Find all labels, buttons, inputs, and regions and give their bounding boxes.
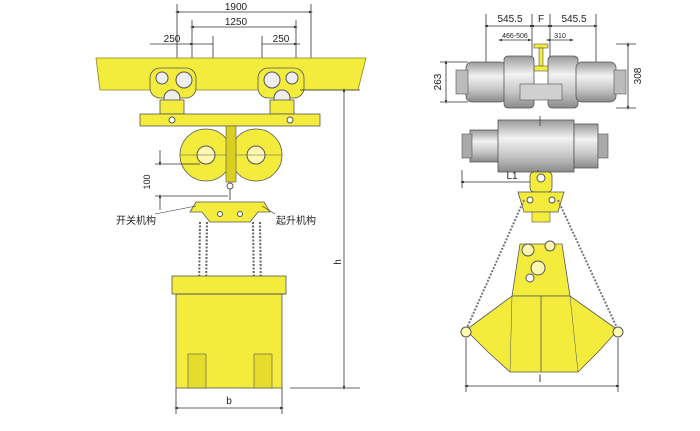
grab-chains	[465, 199, 619, 331]
dim-opening: l	[539, 374, 541, 385]
trolley-left	[149, 67, 197, 115]
left-view: 1900 1250 250 250	[95, 2, 367, 414]
dim-width: b	[226, 396, 232, 407]
dim-wheelbase: 1250	[225, 17, 248, 28]
dim-left-span: 545.5	[497, 14, 522, 25]
dim-center-f: F	[538, 14, 544, 25]
winch-drums	[179, 125, 283, 183]
dim-gear-height: 308	[633, 67, 644, 84]
height-dimension	[290, 88, 360, 390]
hoist-drum	[461, 116, 609, 173]
dim-offset-left: 250	[164, 34, 181, 45]
width-dimension	[174, 388, 284, 414]
leader-switch	[154, 205, 197, 215]
head-block	[189, 182, 271, 223]
dim-right-span: 545.5	[561, 14, 586, 25]
grab-bucket-side	[171, 275, 287, 389]
trolley-right	[257, 67, 305, 115]
dim-offset-right: 250	[273, 34, 290, 45]
leader-lift	[261, 205, 276, 215]
dim-right-sub: 310	[554, 33, 566, 40]
rail-beam	[95, 57, 367, 91]
dim-motor-height: 263	[433, 73, 444, 90]
rail-ibeam	[531, 43, 551, 72]
label-switch-mechanism: 开关机构	[116, 214, 156, 227]
right-view: 545.5 F 545.5 466-506 310	[433, 14, 644, 392]
clamshell-bucket	[460, 295, 624, 373]
dim-left-sub: 466-506	[502, 33, 528, 40]
drop-dimension	[155, 150, 228, 210]
opening-dimension	[464, 338, 620, 392]
side-dimensions	[440, 42, 636, 110]
dim-overall: 1900	[225, 2, 248, 13]
travel-motors	[455, 55, 627, 109]
left-dimensions-top	[150, 4, 313, 58]
lower-pulley-block	[511, 240, 571, 297]
label-lifting-mechanism: 起升机构	[276, 214, 316, 227]
dim-height: h	[333, 259, 344, 265]
dim-drop: 100	[142, 174, 152, 189]
dim-drum-length: L1	[506, 171, 518, 182]
drum-length-dimension	[460, 170, 540, 188]
grab-head-block	[517, 171, 565, 223]
